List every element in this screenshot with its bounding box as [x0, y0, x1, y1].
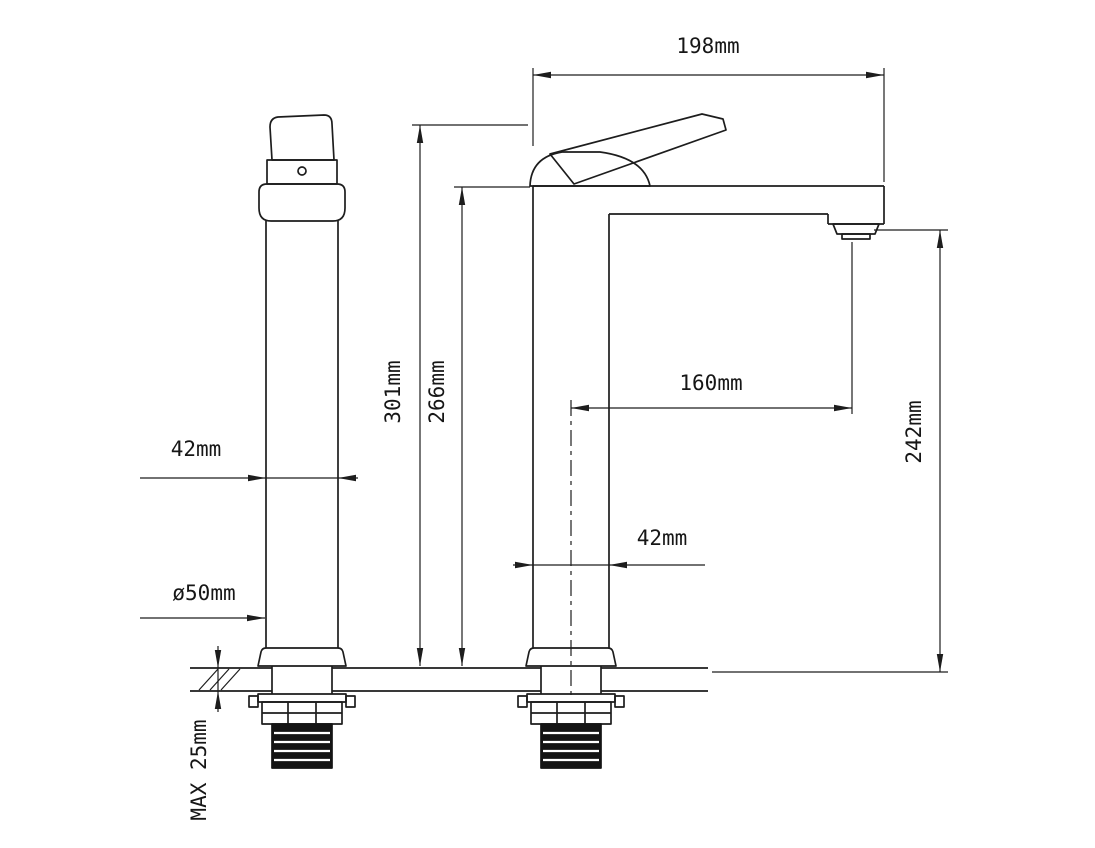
threaded-shank	[271, 723, 333, 769]
mounting-hardware-side	[248, 666, 356, 769]
dimension-overall-height: 301mm	[381, 124, 528, 666]
dimension-spout-height: 242mm	[712, 229, 948, 673]
arrowhead	[458, 187, 466, 205]
faucet-front-view	[517, 113, 885, 769]
arrowhead	[515, 561, 533, 569]
countertop	[190, 667, 708, 692]
counter-hatch	[209, 668, 230, 691]
dimension-body-width-side: 42mm	[140, 437, 358, 482]
arrowhead	[936, 654, 944, 672]
side-tab-right	[614, 695, 625, 708]
dim-label-max-counter-thickness: MAX 25mm	[187, 719, 211, 820]
mounting-hardware-front	[517, 666, 625, 769]
arrowhead	[866, 71, 884, 79]
aerator-housing	[832, 223, 880, 235]
handle-knob	[269, 114, 335, 161]
side-tab-left	[248, 695, 259, 708]
arrowhead	[214, 691, 222, 709]
dim-label-body-height: 266mm	[425, 360, 449, 423]
dimension-spout-reach: 160mm	[571, 242, 853, 414]
handle-dot	[297, 166, 307, 176]
handle-lever	[549, 113, 727, 185]
arrowhead	[416, 648, 424, 666]
dim-label-body-width-side: 42mm	[171, 437, 222, 461]
dim-label-spout-reach: 160mm	[679, 371, 742, 395]
arrowhead	[533, 71, 551, 79]
side-tab-left	[517, 695, 528, 708]
dim-label-spout-height: 242mm	[902, 400, 926, 463]
arrowhead	[609, 561, 627, 569]
counter-hatch	[198, 668, 219, 691]
arrowhead	[338, 474, 356, 482]
dim-label-body-width-front: 42mm	[637, 526, 688, 550]
side-tab-right	[345, 695, 356, 708]
dimension-body-width-front: 42mm	[513, 526, 705, 569]
washer	[526, 693, 616, 703]
arrowhead	[834, 404, 852, 412]
base-flange	[525, 647, 617, 667]
arrowhead	[247, 614, 265, 622]
cartridge-housing	[258, 183, 346, 222]
counter-hatch	[220, 668, 241, 691]
dim-label-overall-width: 198mm	[676, 34, 739, 58]
handle-base-dome	[529, 151, 651, 187]
dimension-max-counter-thickness: MAX 25mm	[187, 646, 222, 821]
arrowhead	[571, 404, 589, 412]
dimension-base-diameter: ø50mm	[140, 581, 265, 622]
arrowhead	[214, 650, 222, 668]
aerator-tip	[841, 233, 871, 240]
handle-collar	[266, 159, 338, 185]
washer	[257, 693, 347, 703]
dimension-body-height: 266mm	[425, 186, 530, 666]
dimension-overall-width: 198mm	[532, 34, 885, 182]
arrowhead	[936, 230, 944, 248]
arrowhead	[416, 125, 424, 143]
dim-label-overall-height: 301mm	[381, 360, 405, 423]
base-flange	[257, 647, 347, 667]
dim-label-base-diameter: ø50mm	[172, 581, 235, 605]
arrowhead	[248, 474, 266, 482]
threaded-shank	[540, 723, 602, 769]
arrowhead	[458, 648, 466, 666]
faucet-side-view	[248, 114, 356, 769]
